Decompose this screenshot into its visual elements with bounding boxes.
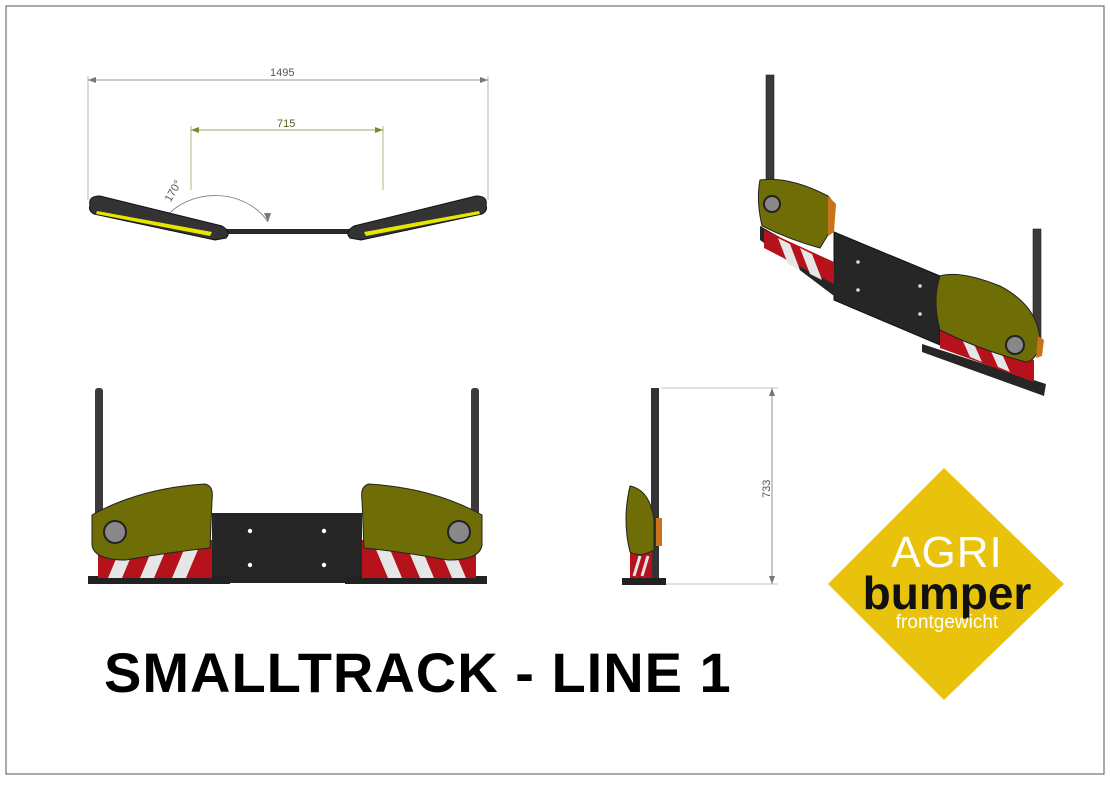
front-view bbox=[88, 388, 487, 584]
agribumper-logo: AGRI bumper frontgewicht bbox=[824, 462, 1070, 706]
logo-text-bumper: bumper bbox=[862, 567, 1032, 619]
dimension-overall-width: 1495 bbox=[270, 67, 294, 79]
logo-text-frontgewicht: frontgewicht bbox=[895, 612, 999, 633]
logo-diamond bbox=[828, 468, 1064, 700]
dimension-height: 733 bbox=[761, 480, 773, 498]
side-view: 733 bbox=[622, 387, 778, 585]
dimension-inner-width: 715 bbox=[277, 118, 295, 130]
page-title: SMALLTRACK - LINE 1 bbox=[104, 641, 732, 704]
dimension-angle: 170° bbox=[163, 178, 185, 204]
sheet-border bbox=[5, 5, 1105, 775]
top-view: 1495 715 170° bbox=[87, 67, 489, 241]
isometric-view bbox=[757, 74, 1046, 396]
logo-text-agri: AGRI bbox=[891, 528, 1003, 577]
